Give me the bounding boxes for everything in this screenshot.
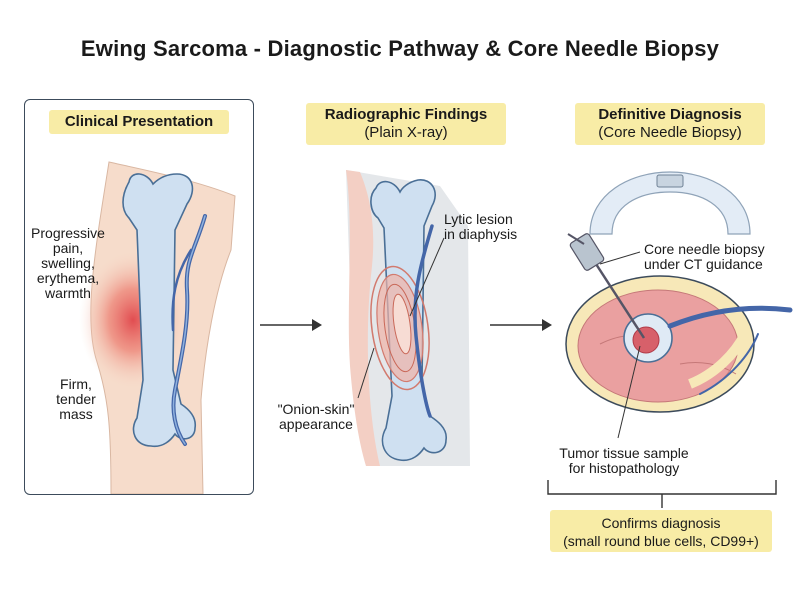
blood-vessel: [172, 215, 206, 445]
heading-definitive-diagnosis: Definitive Diagnosis (Core Needle Biopsy…: [575, 103, 765, 145]
heading-radiographic-findings: Radiographic Findings (Plain X-ray): [306, 103, 506, 145]
tumor-sample: [632, 326, 660, 354]
flow-arrow: [490, 319, 552, 331]
blood-vessel: [171, 248, 193, 332]
bracket: [547, 480, 777, 508]
lytic-lesion-label: Lytic lesion in diaphysis: [444, 211, 518, 242]
needle-handle: [569, 233, 605, 271]
flow-arrow: [260, 319, 322, 331]
leader-line: [599, 251, 641, 265]
needle-biopsy-label: Core needle biopsy under CT guidance: [644, 241, 765, 272]
confirms-diagnosis-box: Confirms diagnosis (small round blue cel…: [550, 510, 772, 552]
symptoms-label: Progressive pain, swelling, erythema, wa…: [31, 225, 105, 301]
leader-line: [617, 345, 641, 439]
lytic-lesion: [392, 293, 412, 355]
femur-bone: [122, 173, 197, 448]
onion-skin-label: "Onion-skin" appearance: [277, 401, 355, 432]
blood-vessel: [413, 224, 434, 418]
page-title: Ewing Sarcoma - Diagnostic Pathway & Cor…: [80, 36, 720, 61]
leader-line: [357, 347, 375, 399]
heading-clinical-presentation: Clinical Presentation: [49, 110, 229, 134]
leg-illustration: [79, 161, 236, 494]
tumor-sample-label: Tumor tissue sample for histopathology: [559, 445, 689, 476]
leader-line: [409, 237, 445, 317]
ct-biopsy-illustration: [565, 171, 793, 439]
xray-illustration: [346, 170, 470, 466]
biopsy-needle: [594, 263, 646, 339]
onion-skin-lesion: [370, 265, 430, 391]
mass-label: Firm, tender mass: [56, 376, 96, 422]
blood-vessel: [667, 305, 793, 329]
clinical-presentation-panel: [24, 99, 254, 495]
ct-scanner-ring: [589, 171, 751, 235]
